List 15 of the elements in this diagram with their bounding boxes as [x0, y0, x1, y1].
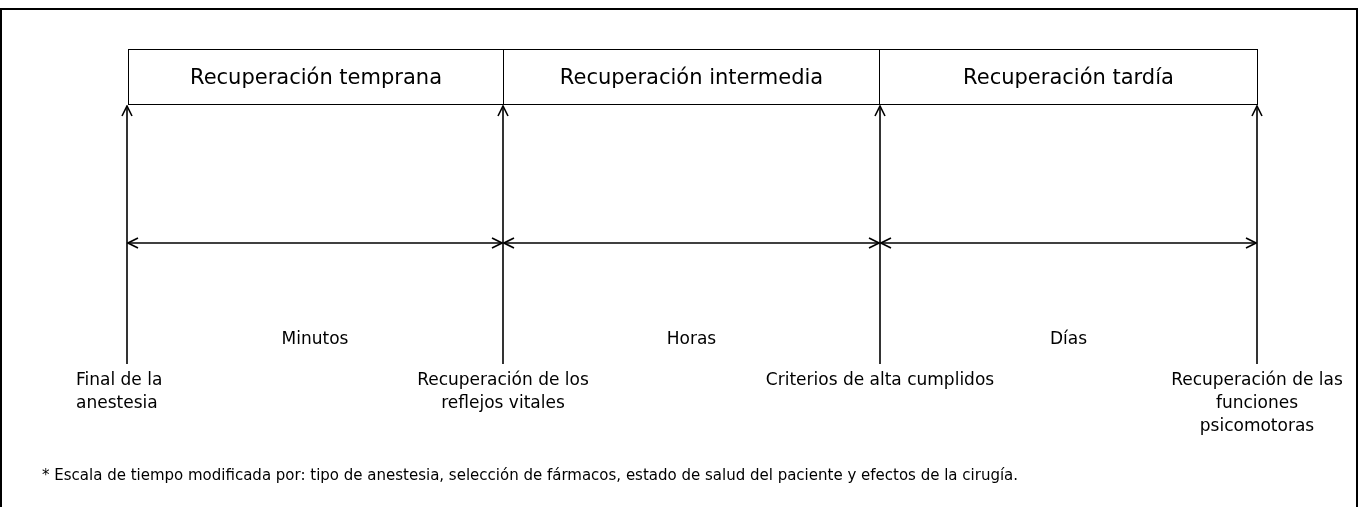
milestone-text: Recuperación de las funciones psicomotoras	[1167, 368, 1347, 437]
milestone-text: Recuperación de los reflejos vitales	[403, 368, 603, 414]
duration-label: Días	[1049, 328, 1088, 348]
phase-box: Recuperación temprana	[128, 49, 504, 105]
footnote: * Escala de tiempo modificada por: tipo de anestesia, selección de fármacos, estado de salud del paciente y efectos de la cirugía.	[42, 466, 1019, 484]
arrow	[874, 105, 886, 365]
duration-label: Horas	[666, 328, 717, 348]
duration-label: Minutos	[281, 328, 349, 348]
phase-box: Recuperación tardía	[880, 49, 1258, 105]
arrow	[497, 105, 509, 365]
arrow	[121, 105, 133, 365]
milestone-text: Final de la anestesia	[76, 368, 196, 414]
phase-box: Recuperación intermedia	[504, 49, 880, 105]
milestone-text: Criterios de alta cumplidos	[745, 368, 1015, 391]
arrow	[1251, 105, 1263, 365]
